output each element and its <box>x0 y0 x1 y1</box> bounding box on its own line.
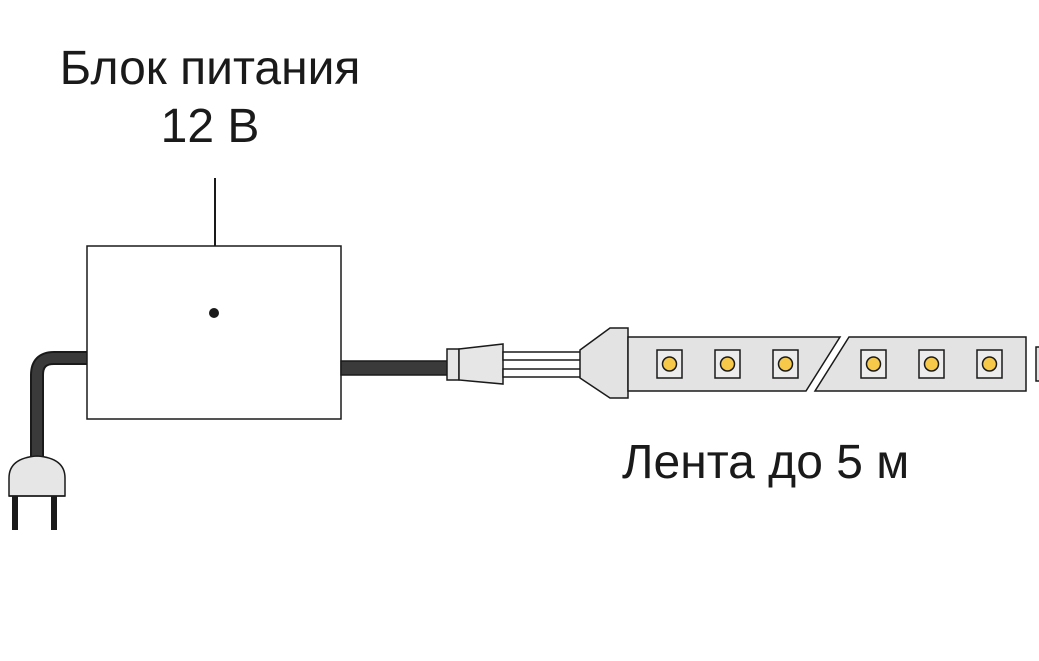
led-strip-continuation <box>1035 346 1039 382</box>
led-chip-icon <box>918 349 945 379</box>
psu-leader-dot <box>209 308 219 318</box>
output-cable <box>340 360 450 376</box>
led-chip-icon <box>860 349 887 379</box>
psu-voltage: 12 В <box>160 100 260 153</box>
led-chip-icon <box>772 349 799 379</box>
dc-connector-icon <box>446 343 504 385</box>
strip-label: Лента до 5 м <box>622 436 910 489</box>
led-chip-icon <box>656 349 683 379</box>
power-supply-box <box>86 245 342 420</box>
strip-wires <box>502 351 582 378</box>
psu-label: Блок питания 12 В <box>20 40 400 156</box>
mains-cable <box>30 351 87 462</box>
plug-icon <box>8 455 66 530</box>
strip-end-cap <box>579 327 629 399</box>
psu-title: Блок питания <box>59 42 361 95</box>
led-chip-icon <box>714 349 741 379</box>
led-chip-icon <box>976 349 1003 379</box>
